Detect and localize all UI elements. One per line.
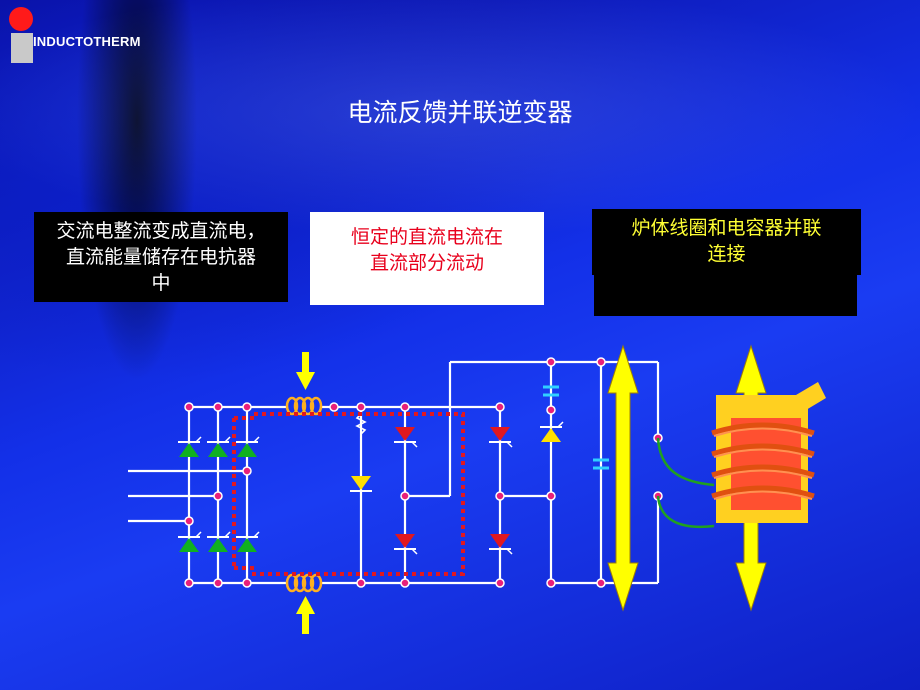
rectifier-callout: 交流电整流变成直流电， 直流能量储存在电抗器 中 — [34, 212, 288, 302]
logo-text: INDUCTOTHERM — [33, 34, 141, 49]
dc-current-line-1: 恒定的直流电流在 — [350, 226, 503, 248]
logo-dot-icon — [9, 7, 33, 31]
capacitor-icon — [543, 385, 609, 470]
parallel-callout: 炉体线圈和电容器并联 连接 — [592, 209, 861, 275]
coil-leads — [656, 437, 715, 529]
current-arrow-icon — [296, 352, 315, 634]
rectifier-line-3: 中 — [151, 272, 171, 294]
circuit-wires — [128, 360, 660, 585]
dc-current-line-2: 直流部分流动 — [369, 252, 484, 274]
parallel-line-2: 连接 — [707, 243, 746, 265]
slide-title: 电流反馈并联逆变器 — [347, 98, 573, 127]
circuit-nodes — [184, 357, 663, 588]
dc-reactor-icon — [285, 396, 323, 593]
dc-current-callout: 恒定的直流电流在 直流部分流动 — [310, 212, 544, 305]
logo-bar-icon — [11, 33, 33, 63]
dc-current-path — [232, 412, 465, 576]
parallel-line-1: 炉体线圈和电容器并联 — [631, 217, 822, 239]
rectifier-line-1: 交流电整流变成直流电， — [56, 220, 266, 242]
resistor-icon — [355, 413, 367, 435]
furnace-coil-icon — [711, 382, 826, 523]
inverter-thyristors — [349, 421, 564, 555]
rectifier-line-2: 直流能量储存在电抗器 — [65, 246, 256, 268]
